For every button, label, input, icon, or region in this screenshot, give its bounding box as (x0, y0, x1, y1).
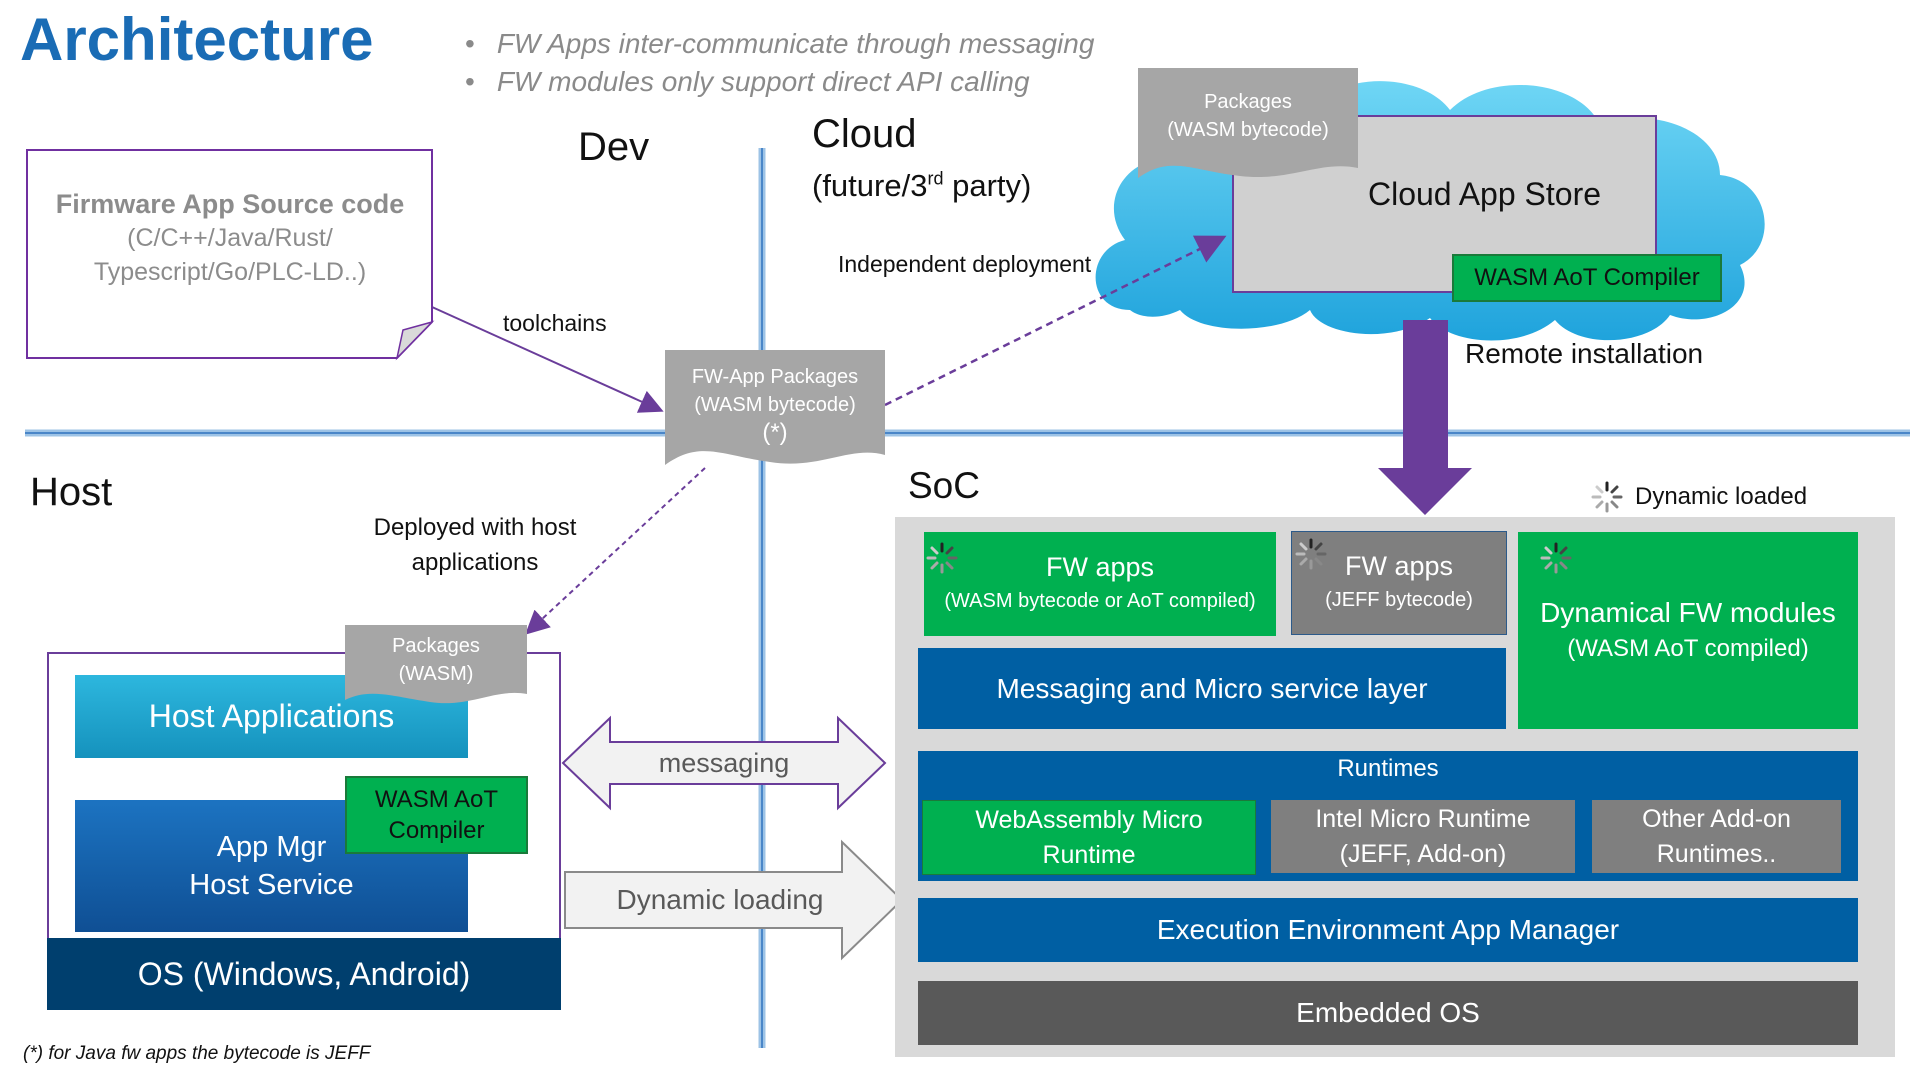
source-code-box: Firmware App Source code (C/C++/Java/Rus… (30, 180, 430, 295)
messaging-arrow (561, 715, 887, 811)
dynamic-loaded-legend-icon (1591, 481, 1623, 513)
host-packages: Packages (WASM) (392, 635, 480, 685)
runtimes-title: Runtimes (1337, 755, 1439, 782)
dynamic-loaded-icon (926, 542, 958, 574)
footnote: (*) for Java fw apps the bytecode is JEF… (23, 1043, 371, 1064)
zone-label-dev: Dev (578, 125, 650, 169)
messaging-label: messaging (658, 747, 790, 778)
cloud-packages-text: Packages (WASM bytecode) (1167, 91, 1329, 141)
dynamical-fw-modules: Dynamical FW modules (WASM AoT compiled) (1518, 532, 1858, 729)
deployed-host-label: Deployed with host applications (373, 514, 577, 576)
zone-label-cloud: Cloud (812, 112, 917, 156)
toolchains-label: toolchains (503, 310, 607, 336)
fw-packages-shape (665, 350, 885, 465)
cloud-app-store-title: Cloud App Store (1367, 175, 1602, 212)
zone-label-cloud-sub: (future/3rd party) (812, 168, 1032, 203)
dynamic-loaded-icon (1540, 542, 1572, 574)
wamr-runtime: WebAssembly Micro Runtime (922, 800, 1256, 875)
zone-label-soc: SoC (908, 465, 980, 506)
bullet-list: FW Apps inter-communicate through messag… (465, 25, 1095, 101)
other-runtimes: Other Add-on Runtimes.. (1592, 800, 1841, 873)
host-applications: Host Applications (75, 675, 468, 758)
host-wasm-compiler: WASM AoT Compiler (345, 776, 528, 854)
fw-apps-wasm: FW apps (WASM bytecode or AoT compiled) (924, 532, 1276, 636)
cloud-packages-overlay (1138, 68, 1358, 178)
zone-label-host: Host (30, 470, 113, 514)
dynamic-loading-label: Dynamic loading (616, 884, 824, 915)
dynamic-loaded-icon (1295, 538, 1327, 570)
deployed-host-arrow (525, 467, 706, 635)
intel-micro-runtime: Intel Micro Runtime (JEFF, Add-on) (1271, 800, 1575, 873)
bullet-item: FW Apps inter-communicate through messag… (465, 25, 1095, 63)
host-os: OS (Windows, Android) (47, 938, 561, 1010)
bullet-item: FW modules only support direct API calli… (465, 63, 1094, 101)
page-title: Architecture (20, 6, 374, 73)
source-code-title: Firmware App Source code (55, 188, 405, 219)
messaging-layer: Messaging and Micro service layer (918, 648, 1506, 729)
independent-deployment-arrow (884, 235, 1227, 407)
cloud-wasm-compiler: WASM AoT Compiler (1452, 254, 1722, 302)
embedded-os: Embedded OS (918, 981, 1858, 1045)
remote-installation-label: Remote installation (1465, 338, 1704, 369)
fw-packages: FW-App Packages (WASM bytecode) (*) (691, 366, 859, 446)
app-manager: Execution Environment App Manager (918, 898, 1858, 962)
fw-apps-jeff: FW apps (JEFF bytecode) (1291, 531, 1507, 635)
toolchains-arrow (431, 306, 664, 413)
dynamic-loading-arrow (564, 839, 904, 961)
independent-deployment-label: Independent deployment (838, 251, 1092, 277)
host-packages-overlay (345, 625, 527, 704)
remote-installation-arrow (1378, 320, 1472, 515)
source-code-langs-2: Typescript/Go/PLC-LD..) (93, 257, 367, 286)
source-code-langs-1: (C/C++/Java/Rust/ (127, 223, 333, 252)
dynamic-loaded-legend: Dynamic loaded (1635, 483, 1808, 510)
